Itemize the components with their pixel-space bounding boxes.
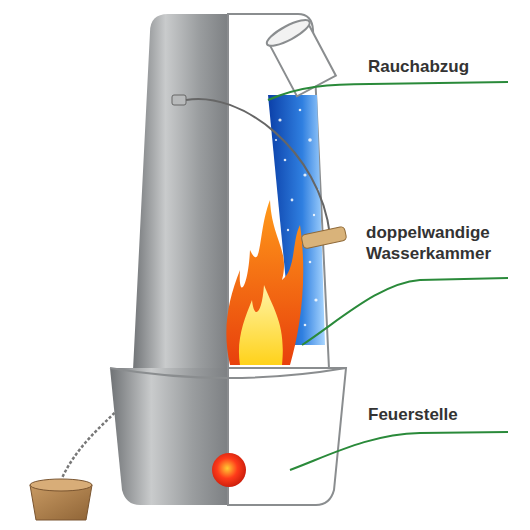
flame-core: [239, 285, 283, 365]
part-label: Rauchabzug: [368, 56, 518, 77]
flame: [226, 200, 303, 365]
part-label: Feuerstelle: [368, 404, 518, 425]
cork-top: [30, 479, 92, 491]
leader-line: [268, 82, 508, 100]
leader-line: [302, 278, 508, 345]
part-label: doppelwandige Wasserkammer: [366, 222, 506, 264]
handle-rivet: [172, 95, 186, 105]
fire-pan-metal: [110, 368, 228, 505]
fire-pan-cutaway: [228, 368, 346, 505]
fire-hole: [212, 453, 246, 487]
handle-wire: [186, 99, 330, 235]
kettle-body-metal: [132, 14, 228, 390]
wooden-handle: [301, 226, 347, 249]
leader-line: [290, 432, 508, 470]
